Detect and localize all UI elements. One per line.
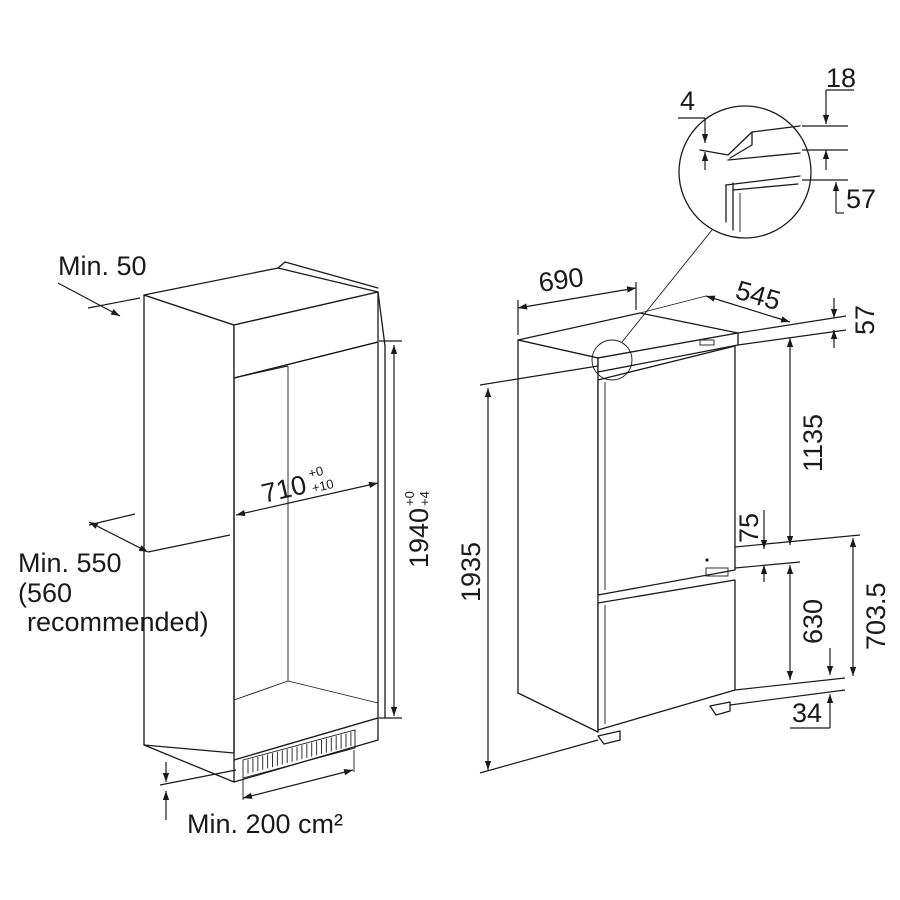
lower-height-label: 630 bbox=[798, 599, 828, 644]
upper-height-label: 1135 bbox=[798, 414, 828, 472]
detail-height-label: 57 bbox=[846, 184, 876, 214]
cabinet-top-back bbox=[284, 261, 379, 289]
appliance-dimensions bbox=[479, 282, 861, 774]
opening-floor-right bbox=[287, 680, 379, 704]
svg-text:1935: 1935 bbox=[456, 542, 486, 602]
detail-door-top-a bbox=[725, 175, 801, 186]
detail-profile-bottom bbox=[727, 152, 801, 161]
cabinet-niche bbox=[143, 261, 386, 783]
total-height-ext-top bbox=[479, 365, 599, 386]
vent-gap-ext bbox=[159, 769, 237, 786]
detail-profile-step bbox=[729, 131, 753, 159]
min-depth-ext-b bbox=[147, 534, 231, 553]
niche-height-label: 1940 +0 +4 bbox=[402, 491, 434, 568]
base-ext bbox=[729, 689, 846, 706]
gap-ext bbox=[734, 561, 801, 569]
rear-foot bbox=[709, 701, 731, 716]
min-depth-ext-a bbox=[88, 513, 136, 526]
svg-text:690: 690 bbox=[537, 262, 586, 298]
recommended-depth-line1: (560 bbox=[18, 578, 72, 608]
niche-width-arrow bbox=[235, 481, 379, 517]
top-hinge bbox=[699, 339, 715, 346]
vent-width-arrow bbox=[242, 769, 354, 799]
opening-top-inner bbox=[233, 365, 289, 379]
width-arrow bbox=[517, 286, 637, 310]
svg-text:1135: 1135 bbox=[798, 414, 828, 472]
svg-text:57: 57 bbox=[850, 305, 880, 335]
cabinet-side-panel bbox=[143, 294, 235, 754]
top-offset-label: 57 bbox=[850, 305, 880, 335]
upper-door bbox=[597, 345, 736, 596]
min-top-gap-arrow bbox=[57, 282, 121, 317]
detail-width-label: 18 bbox=[826, 63, 856, 93]
svg-text:1940: 1940 bbox=[404, 508, 434, 568]
width-label: 690 bbox=[537, 262, 586, 298]
depth-arrow bbox=[705, 295, 791, 323]
svg-text:+0: +0 bbox=[307, 463, 325, 481]
detail-gap-label: 4 bbox=[680, 86, 695, 116]
svg-text:710: 710 bbox=[259, 469, 310, 508]
lower-section-label: 703.5 bbox=[861, 582, 891, 650]
opening-floor-left bbox=[233, 680, 289, 701]
detail-profile-top bbox=[699, 125, 801, 156]
svg-text:703.5: 703.5 bbox=[861, 582, 891, 650]
lower-height-ext bbox=[734, 677, 846, 691]
door-sensor-dot bbox=[705, 558, 709, 562]
front-foot bbox=[597, 730, 621, 745]
detail-magnifier bbox=[678, 105, 812, 239]
appliance bbox=[517, 312, 739, 745]
depth-label: 545 bbox=[732, 275, 784, 316]
upper-height-ext bbox=[734, 534, 861, 548]
detail-circle bbox=[678, 105, 812, 239]
detail-callout-circle bbox=[591, 339, 633, 381]
svg-text:+4: +4 bbox=[417, 491, 432, 506]
min-depth-label: Min. 550 bbox=[18, 548, 122, 578]
appliance-side bbox=[517, 339, 599, 733]
base-offset-label: 34 bbox=[792, 698, 822, 728]
cabinet-plinth bbox=[233, 717, 379, 783]
frame-right-top bbox=[377, 291, 386, 347]
svg-text:630: 630 bbox=[798, 599, 828, 644]
middle-hinge bbox=[705, 567, 729, 577]
svg-text:545: 545 bbox=[732, 275, 784, 316]
depth-ext bbox=[639, 295, 707, 314]
total-height-ext-bottom bbox=[479, 739, 599, 774]
detail-leader-line bbox=[621, 224, 717, 343]
min-top-gap-ext bbox=[87, 297, 141, 309]
door-gap-label: 75 bbox=[734, 513, 764, 543]
total-height-label: 1935 bbox=[456, 542, 486, 602]
detail-door-top-b bbox=[732, 183, 799, 191]
recommended-depth-line2: recommended) bbox=[27, 607, 209, 637]
min-depth-arrow bbox=[88, 521, 149, 553]
top-offset-ext-b bbox=[737, 329, 847, 346]
plinth-side bbox=[143, 744, 235, 783]
min-top-gap-label: Min. 50 bbox=[58, 251, 147, 281]
svg-text:+0: +0 bbox=[402, 491, 417, 506]
vent-area-label: Min. 200 cm² bbox=[187, 809, 343, 839]
top-offset-ext-a bbox=[737, 315, 847, 334]
detail-dimensions bbox=[678, 89, 854, 214]
niche-dimensions bbox=[57, 282, 402, 820]
vent-grille bbox=[242, 729, 356, 779]
cabinet-top-edge bbox=[277, 261, 286, 269]
svg-text:75: 75 bbox=[734, 513, 764, 543]
svg-text:+10: +10 bbox=[310, 476, 335, 496]
